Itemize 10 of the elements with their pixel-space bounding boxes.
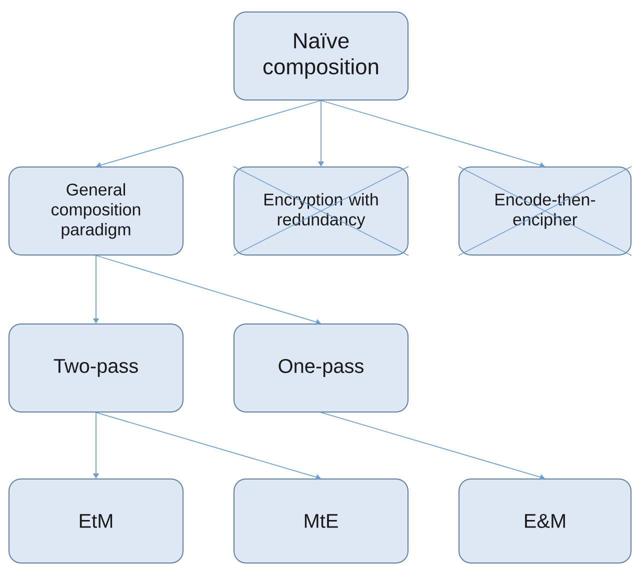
process-box: E&M [458,478,632,564]
process-box: MtE [234,478,408,564]
process-box: Encryption with redundancy [234,166,408,256]
process-box: One-pass [234,324,408,412]
process-box: EtM [8,478,184,564]
arrow [96,100,322,168]
process-box: Two-pass [8,324,184,412]
process-box: Encode-then-encipher [458,166,632,256]
process-box: General composition paradigm [8,166,184,256]
process-box: Naïve composition [234,12,408,100]
